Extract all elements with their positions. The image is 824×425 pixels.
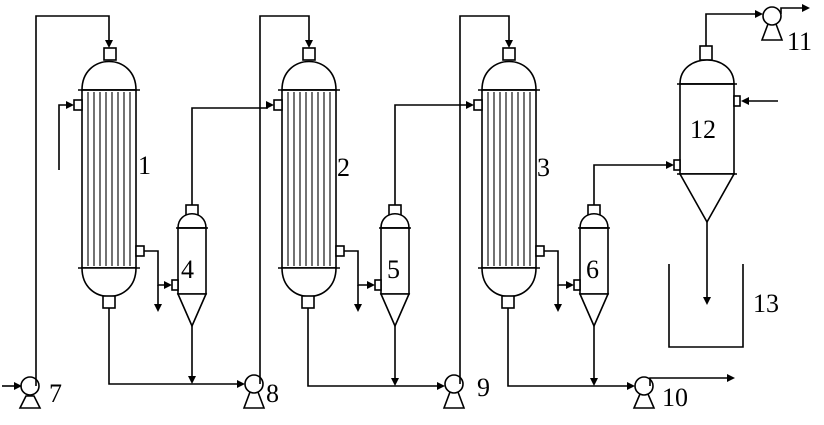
tube-bundle-2 <box>287 92 331 266</box>
pump-10: 10 <box>632 376 688 412</box>
piping <box>2 4 810 390</box>
evaporator-3: 3 <box>473 47 550 309</box>
label-vessel-12: 12 <box>690 115 716 144</box>
label-evaporator-1: 1 <box>138 151 151 180</box>
tube-bundle-3 <box>487 92 531 266</box>
label-tank-13: 13 <box>753 289 779 318</box>
separator-4: 4 <box>171 204 208 328</box>
label-pump-11: 11 <box>787 27 812 56</box>
label-pump-8: 8 <box>266 379 279 408</box>
label-separator-5: 5 <box>387 255 400 284</box>
separator-5: 5 <box>374 204 411 328</box>
label-pump-9: 9 <box>477 373 490 402</box>
pump-7: 7 <box>18 376 62 409</box>
label-evaporator-3: 3 <box>537 153 550 182</box>
pump-9: 9 <box>442 373 490 409</box>
label-separator-6: 6 <box>586 255 599 284</box>
label-evaporator-2: 2 <box>337 153 350 182</box>
evaporator-2: 2 <box>273 47 350 309</box>
label-pump-10: 10 <box>662 383 688 412</box>
tube-bundle-1 <box>87 92 131 266</box>
label-pump-7: 7 <box>49 379 62 408</box>
vessel-12: 12 <box>673 45 741 224</box>
tank-13: 13 <box>668 264 779 348</box>
label-separator-4: 4 <box>181 255 194 284</box>
evaporator-1: 1 <box>73 47 151 309</box>
separator-6: 6 <box>573 204 610 328</box>
pump-8: 8 <box>242 374 279 409</box>
pump-11: 11 <box>760 6 812 56</box>
